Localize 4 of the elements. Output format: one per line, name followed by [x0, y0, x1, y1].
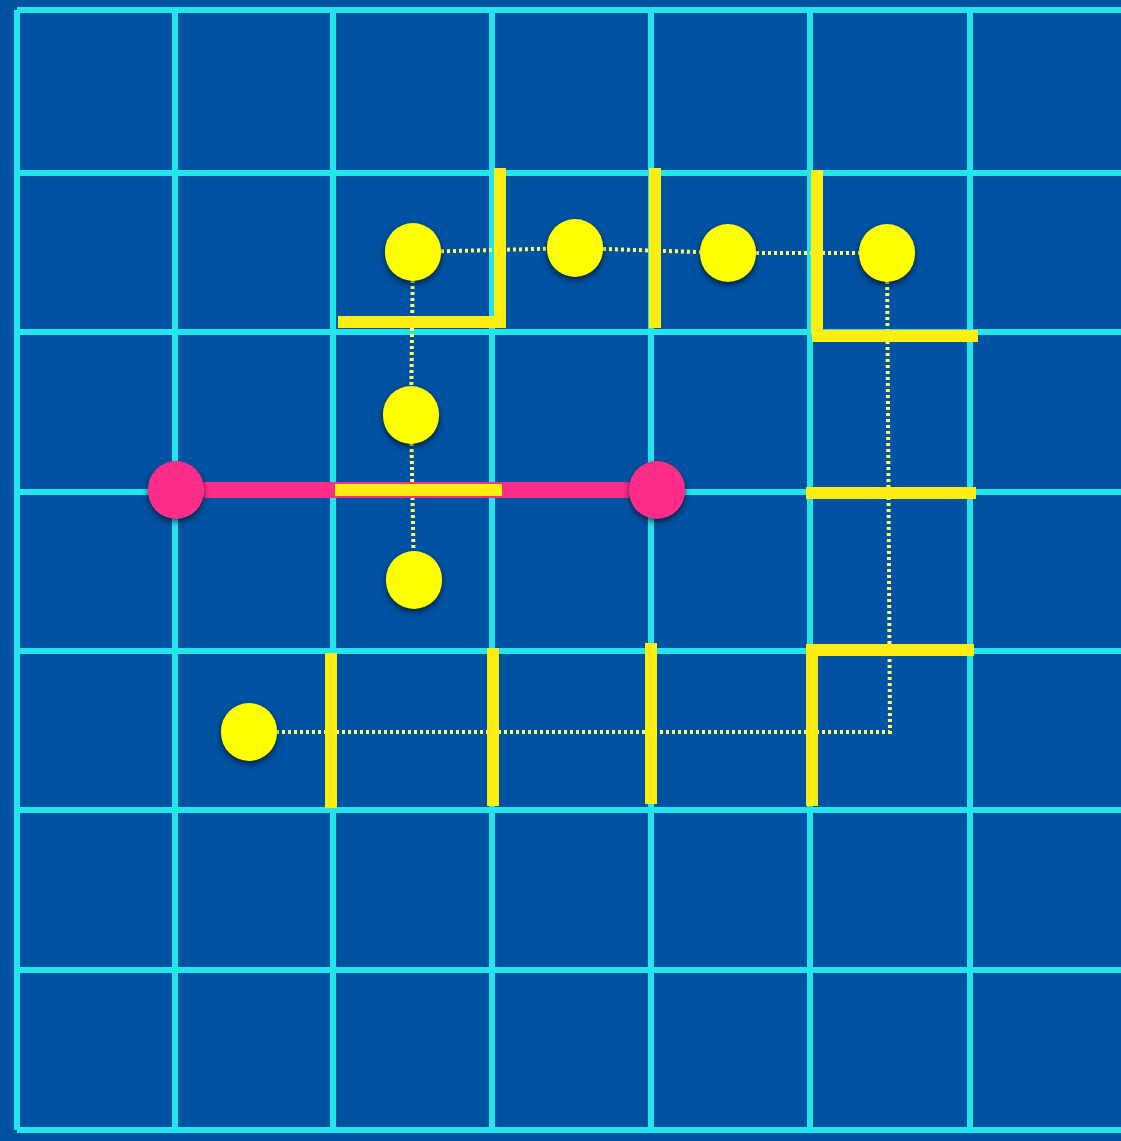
dotted-path-line [602, 246, 701, 255]
dotted-path-line [409, 279, 415, 388]
connecting-line [204, 482, 629, 498]
dotted-path-line [440, 246, 548, 254]
